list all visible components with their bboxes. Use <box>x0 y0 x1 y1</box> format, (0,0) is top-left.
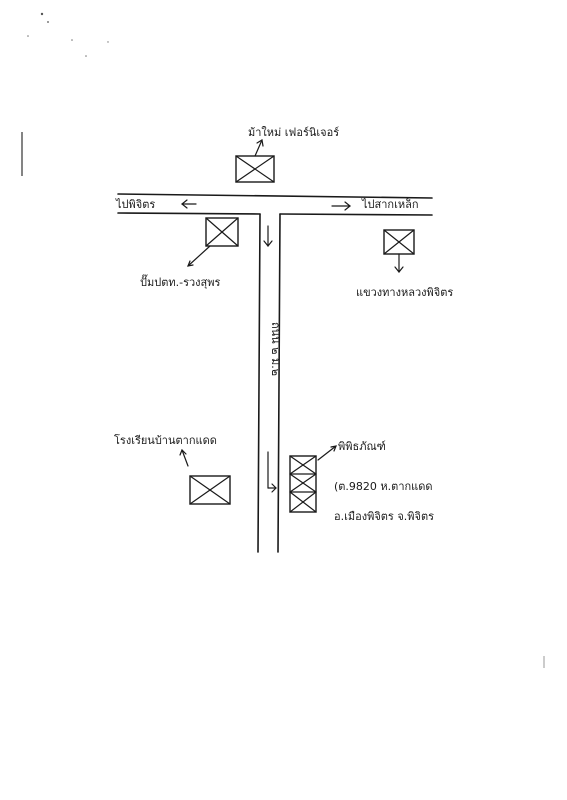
destination-marker <box>289 445 337 513</box>
top-landmark-label: ม้าใหม่ เฟอร์นิเจอร์ <box>248 126 339 139</box>
arrow-left-icon <box>181 199 197 209</box>
destination-label: พิพิธภัณฑ์ <box>338 440 386 453</box>
arrow-down-top-icon <box>263 225 273 247</box>
arrow-right-icon <box>331 201 351 211</box>
horizontal-road <box>117 193 433 216</box>
gas-station-label: ปั๊มปตท.-รวงสุพร <box>140 274 220 289</box>
main-road <box>257 213 281 553</box>
destination-address-line2: อ.เมืองพิจิตร จ.พิจิตร <box>334 510 434 523</box>
destination-address-line1: (ต.9820 ห.ตากแดด <box>334 480 433 493</box>
arrow-down-bottom-icon <box>267 451 277 493</box>
gas-station-marker <box>187 217 239 267</box>
scan-specks <box>21 12 545 668</box>
school-marker <box>179 448 231 505</box>
main-road-label: ถนน ๒ ม.๒ <box>269 322 282 376</box>
highway-office-label: แขวงทางหลวงพิจิตร <box>356 286 453 299</box>
school-label: โรงเรียนบ้านตากแดด <box>114 433 217 447</box>
top-landmark-marker <box>235 139 275 183</box>
road-left-label: ไปพิจิตร <box>115 198 155 211</box>
highway-office-marker <box>383 229 415 273</box>
road-right-label: ไปสากเหล็ก <box>361 197 418 211</box>
